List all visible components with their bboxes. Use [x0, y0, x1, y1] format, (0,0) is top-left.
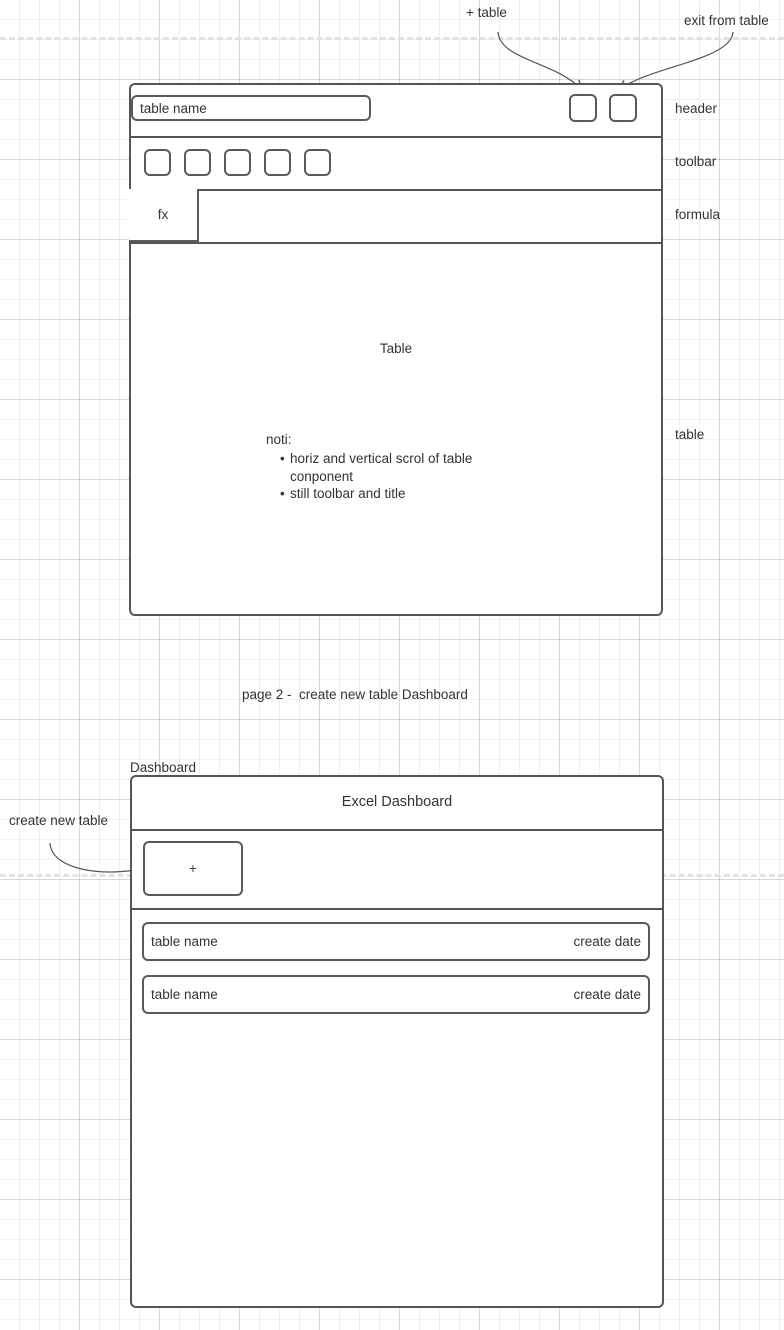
guide-line-top	[0, 37, 784, 40]
table-notes-list: horiz and vertical scrol of table conpon…	[266, 450, 510, 503]
section-label-header: header	[675, 101, 718, 116]
formula-fx-cell[interactable]: fx	[129, 189, 199, 242]
header-divider	[129, 136, 663, 138]
toolbar-button-2[interactable]	[184, 149, 211, 176]
toolbar-button-3[interactable]	[224, 149, 251, 176]
page-caption: page 2 - create new table Dashboard	[242, 687, 468, 702]
toolbar-button-1[interactable]	[144, 149, 171, 176]
create-new-table-plus-icon: +	[189, 861, 197, 876]
table-list-item-name: table name	[151, 987, 218, 1002]
toolbar-button-4[interactable]	[264, 149, 291, 176]
section-label-formula: formula	[675, 207, 721, 222]
annotation-exit-from-table: exit from table	[684, 13, 769, 28]
add-table-button[interactable]	[569, 94, 597, 122]
annotation-create-new-table: create new table	[9, 813, 109, 828]
table-notes-title: noti:	[266, 432, 292, 447]
table-list-item-date: create date	[573, 987, 641, 1002]
table-note-item: horiz and vertical scrol of table conpon…	[280, 450, 510, 485]
dashboard-title: Excel Dashboard	[341, 794, 453, 810]
dashboard-create-divider	[130, 908, 664, 910]
formula-fx-label: fx	[157, 207, 169, 222]
toolbar-button-5[interactable]	[304, 149, 331, 176]
table-list-item-name: table name	[151, 934, 218, 949]
dashboard-title-divider	[130, 829, 664, 831]
annotation-add-table: + table	[466, 5, 507, 20]
table-list-item[interactable]: table name create date	[142, 975, 650, 1014]
dashboard-caption: Dashboard	[130, 760, 197, 775]
toolbar-divider	[129, 189, 663, 191]
exit-table-button[interactable]	[609, 94, 637, 122]
formula-divider	[129, 242, 663, 244]
table-list-item[interactable]: table name create date	[142, 922, 650, 961]
section-label-toolbar: toolbar	[675, 154, 717, 169]
table-area-title: Table	[379, 341, 413, 356]
table-name-input-value: table name	[140, 100, 207, 116]
table-screen-frame	[129, 83, 663, 616]
table-note-item: still toolbar and title	[280, 485, 510, 503]
table-list-item-date: create date	[573, 934, 641, 949]
create-new-table-card[interactable]: +	[143, 841, 243, 896]
table-name-input[interactable]: table name	[131, 95, 371, 121]
section-label-table: table	[675, 427, 705, 442]
